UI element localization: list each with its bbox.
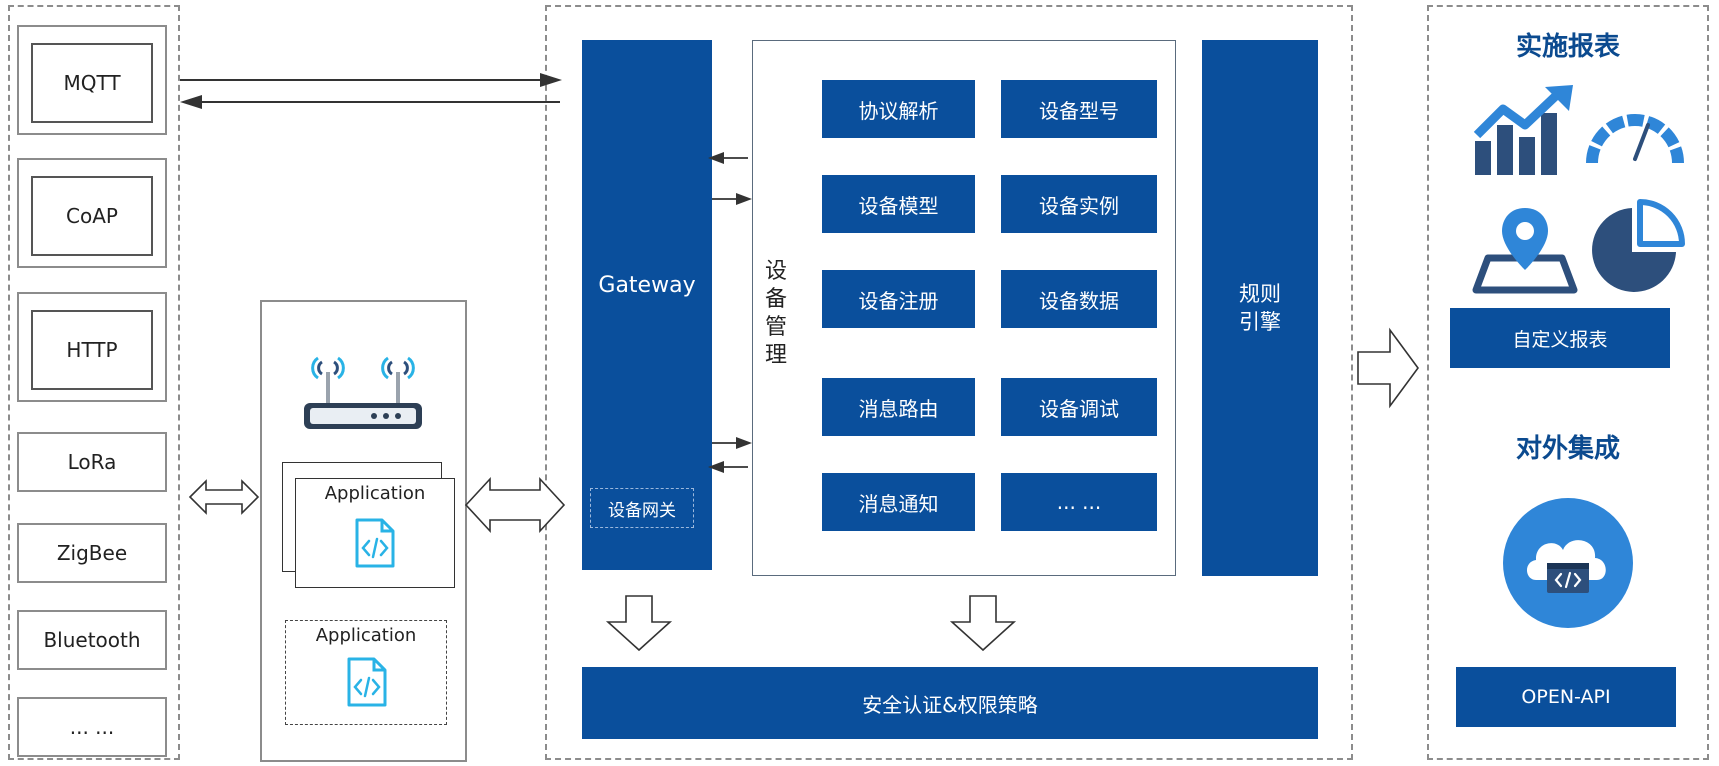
feature-protocol-parse: 协议解析 xyxy=(822,80,975,138)
reports-heading: 实施报表 xyxy=(1515,32,1620,62)
protocol-mqtt: MQTT xyxy=(31,43,153,123)
protocol-panel xyxy=(8,5,180,760)
feature-device-data: 设备数据 xyxy=(1001,270,1157,328)
protocol-zigbee: ZigBee xyxy=(17,523,167,583)
app-card-2-label: Application xyxy=(315,625,417,646)
protocol-mqtt-box: MQTT xyxy=(17,25,167,135)
device-mgmt-title-char: 设 xyxy=(764,259,787,284)
protocol-bluetooth: Bluetooth xyxy=(17,610,167,670)
open-api-button[interactable]: OPEN-API xyxy=(1456,667,1676,727)
protocol-http-box: HTTP xyxy=(17,292,167,402)
feature-message-route: 消息路由 xyxy=(822,378,975,436)
rule-engine-label-line: 引擎 xyxy=(1239,310,1281,334)
device-mgmt-title-char: 理 xyxy=(764,343,787,368)
app-card-2: Application xyxy=(285,620,447,725)
feature-device-instance: 设备实例 xyxy=(1001,175,1157,233)
pie-chart-icon xyxy=(1592,199,1685,292)
app-card-1-label: Application xyxy=(324,483,426,504)
device-gateway-tag: 设备网关 xyxy=(590,488,694,528)
rule-engine-label-line: 规则 xyxy=(1239,282,1281,306)
code-file-icon xyxy=(355,518,395,568)
feature-device-register: 设备注册 xyxy=(822,270,975,328)
router-icon xyxy=(304,356,422,429)
feature-message-notify: 消息通知 xyxy=(822,473,975,531)
device-mgmt-title-char: 备 xyxy=(764,287,787,312)
rule-engine-block: 规则 引擎 xyxy=(1202,40,1318,576)
security-bar: 安全认证&权限策略 xyxy=(582,667,1318,739)
platform-panel xyxy=(545,5,1353,760)
gateway-block: Gateway xyxy=(582,40,712,570)
feature-device-type: 设备型号 xyxy=(1001,80,1157,138)
device-mgmt-title: 设 备 管 理 xyxy=(762,258,790,370)
feature-device-debug: 设备调试 xyxy=(1001,378,1157,436)
protocol-more: ... ... xyxy=(17,697,167,757)
feature-more: ... ... xyxy=(1001,473,1157,531)
device-panel xyxy=(260,300,467,762)
protocol-lora: LoRa xyxy=(17,432,167,492)
output-panel xyxy=(1427,5,1709,760)
device-mgmt-title-char: 管 xyxy=(764,315,787,340)
cloud-code-icon xyxy=(1503,498,1633,628)
protocol-coap: CoAP xyxy=(31,176,153,256)
feature-device-model: 设备模型 xyxy=(822,175,975,233)
custom-report-button[interactable]: 自定义报表 xyxy=(1450,308,1670,368)
code-file-icon xyxy=(347,657,387,707)
gauge-icon xyxy=(1586,114,1684,164)
map-pin-icon xyxy=(1472,208,1578,294)
growth-chart-icon xyxy=(1473,85,1573,175)
app-card-1: Application xyxy=(295,478,455,588)
protocol-coap-box: CoAP xyxy=(17,158,167,268)
protocol-http: HTTP xyxy=(31,310,153,390)
integration-heading: 对外集成 xyxy=(1515,434,1620,464)
gateway-label: Gateway xyxy=(598,272,696,298)
